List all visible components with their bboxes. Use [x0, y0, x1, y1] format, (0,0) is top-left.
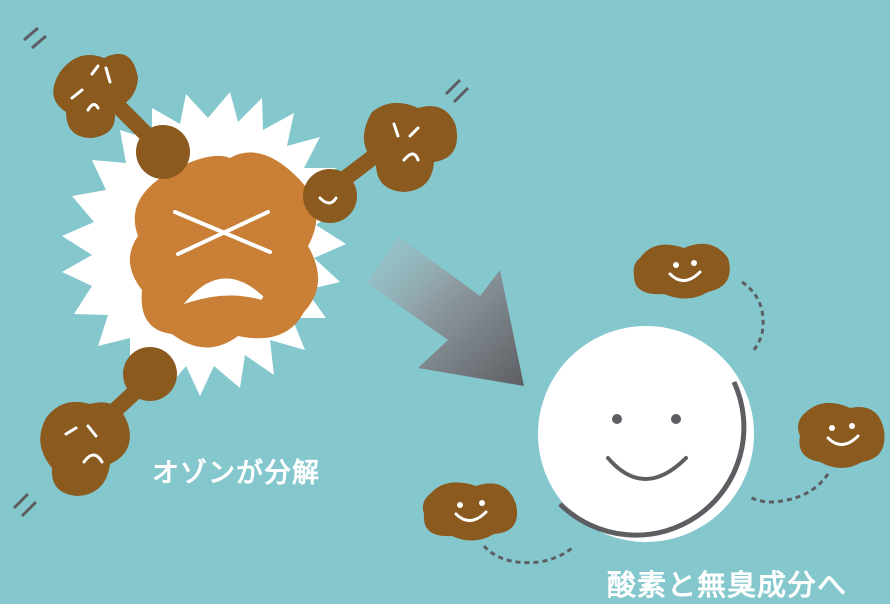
dotted-trail	[482, 544, 573, 565]
caption-to-oxygen-and-odorless: 酸素と無臭成分へ	[607, 568, 848, 602]
angry-bean-molecule	[12, 347, 177, 518]
dotted-trail	[741, 280, 765, 354]
smiling-bean-molecule	[747, 402, 885, 504]
smiling-bean-molecule	[633, 243, 765, 354]
transition-arrow	[366, 236, 524, 386]
smiling-oxygen-sphere	[538, 326, 754, 542]
ozone-body	[129, 152, 319, 348]
sad-ozone-face	[173, 210, 272, 305]
angry-bean-molecule	[303, 78, 470, 223]
dotted-trail	[747, 473, 830, 504]
caption-ozone-decomposes: オゾンが分解	[152, 458, 320, 489]
smiling-bean-molecule	[422, 482, 573, 565]
angry-bean-molecule	[23, 26, 190, 179]
